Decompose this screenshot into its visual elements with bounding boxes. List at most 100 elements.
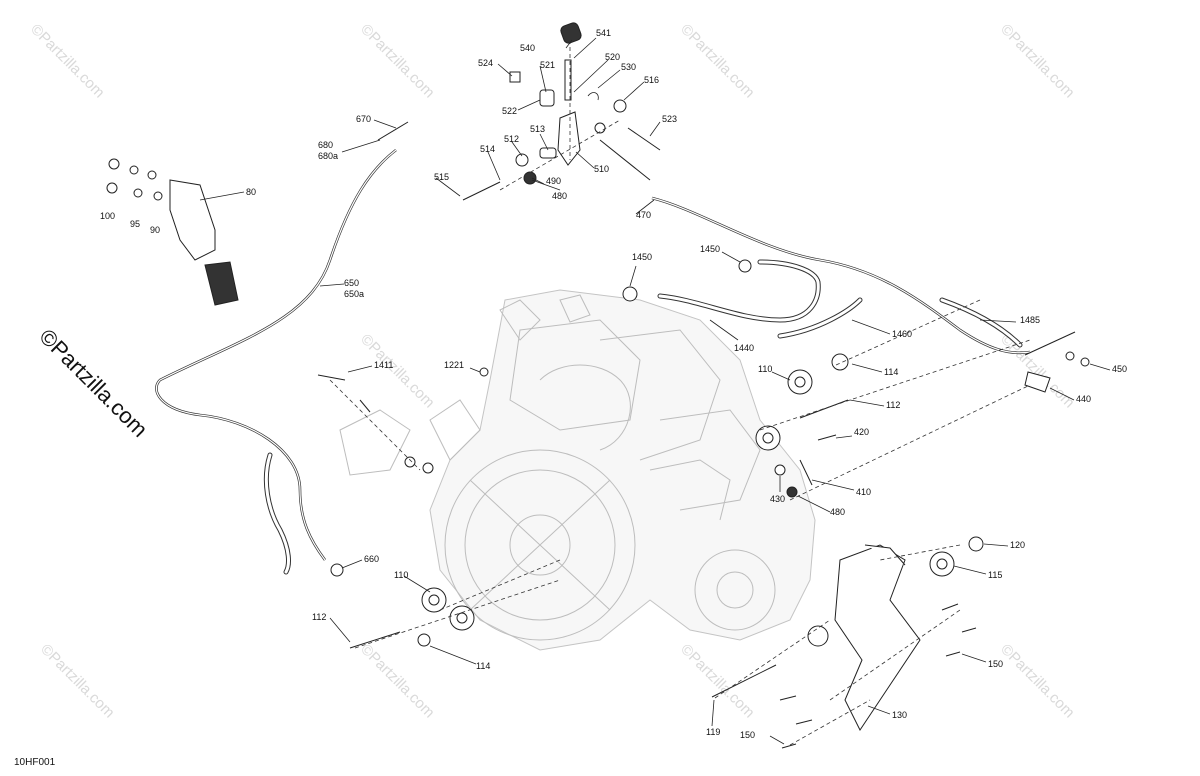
leader-lines [199,37,1111,745]
bolt-150e [795,719,813,725]
callout-114b: 114 [476,661,490,671]
pedal-pad [204,261,239,306]
callout-119: 119 [706,727,720,737]
washer [129,165,139,175]
callout-130: 130 [892,710,907,720]
bushing [539,89,555,107]
clamp-1450 [622,286,638,302]
callout-680: 680 [318,140,333,150]
callout-112b: 112 [312,612,326,622]
washer [422,462,434,474]
assembly-lines [329,40,1031,746]
callout-514: 514 [480,144,495,154]
watermark: ©Partzilla.com [997,21,1078,102]
callout-512: 512 [504,134,519,144]
callout-1221: 1221 [444,360,464,370]
clip-530 [587,92,599,101]
shift-lever [557,111,581,166]
watermark: ©Partzilla.com [357,331,438,412]
washer [153,191,163,201]
callout-660: 660 [364,554,379,564]
callout-120: 120 [1010,540,1025,550]
cables-and-hoses [155,148,1031,575]
callout-100: 100 [100,211,115,221]
callout-516: 516 [644,75,659,85]
callout-1440: 1440 [734,343,754,353]
callout-510: 510 [594,164,609,174]
callout-150: 150 [988,659,1003,669]
bolt-150f [781,743,797,749]
pulley-c [807,625,829,647]
bolt [359,399,371,413]
pedal-bracket [169,179,216,261]
watermark: ©Partzilla.com [677,641,758,722]
callout-523: 523 [662,114,677,124]
callout-680a: 680a [318,151,338,161]
callout-480b: 480 [830,507,845,517]
callout-524: 524 [478,58,493,68]
callout-115: 115 [988,570,1002,580]
callout-114: 114 [884,367,898,377]
callout-541: 541 [596,28,611,38]
watermark: ©Partzilla.com [37,641,118,722]
callout-430: 430 [770,494,785,504]
watermark: ©Partzilla.com [997,641,1078,722]
pulley-b-hub [456,612,468,624]
bolt-523 [627,127,661,151]
callout-150b: 150 [740,730,755,740]
callout-1450: 1450 [632,252,652,262]
callout-110: 110 [758,364,772,374]
callout-1485: 1485 [1020,315,1040,325]
callout-515: 515 [434,172,449,182]
callout-410: 410 [856,487,871,497]
callout-420: 420 [854,427,869,437]
nut-480b [786,486,798,498]
nut-114 [831,353,849,371]
bolt-112b [349,631,401,649]
bolt-150b [961,627,977,633]
watermark: ©Partzilla.com [357,641,438,722]
callout-1411: 1411 [374,360,393,370]
watermark-main: ©Partzilla.com [34,324,152,442]
pulley-115-hub [936,558,948,570]
nut-516 [613,99,627,113]
watermark: ©Partzilla.com [27,21,108,102]
shift-lever-assembly [462,22,661,201]
bolt-119 [711,664,777,698]
callout-450: 450 [1112,364,1127,374]
washer-510 [594,122,606,134]
callout-labels: 540 541 524 521 520 530 516 522 523 513 … [100,28,1127,740]
pulley-hub [762,432,774,444]
callout-95: 95 [130,219,140,229]
lower-components [349,536,984,749]
callout-522: 522 [502,106,517,116]
shift-shaft [564,59,572,101]
callout-112: 112 [886,400,900,410]
bolt-1411 [317,374,346,381]
callout-80: 80 [246,187,256,197]
callout-520: 520 [605,52,620,62]
drive-components [317,259,1090,577]
bolt-150d [779,695,797,701]
pedal-assembly [106,121,409,306]
washer [515,153,529,167]
figure-code: 10HF001 [14,757,56,768]
bolt-150a [941,603,959,611]
callout-1450b: 1450 [700,244,720,254]
callout-90: 90 [150,225,160,235]
callout-650a: 650a [344,289,364,299]
shift-knob [560,22,582,44]
callout-521: 521 [540,60,555,70]
cable-end-spring [599,139,651,181]
callout-513: 513 [530,124,545,134]
callout-480: 480 [552,191,567,201]
washer [404,456,416,468]
callout-540: 540 [520,43,535,53]
cable-spring-1485 [1024,331,1076,356]
spacer [539,147,557,159]
bolt-450 [1065,351,1075,361]
pulley-110b-hub [428,594,440,606]
callout-530: 530 [621,62,636,72]
bolt-1221 [479,367,489,377]
